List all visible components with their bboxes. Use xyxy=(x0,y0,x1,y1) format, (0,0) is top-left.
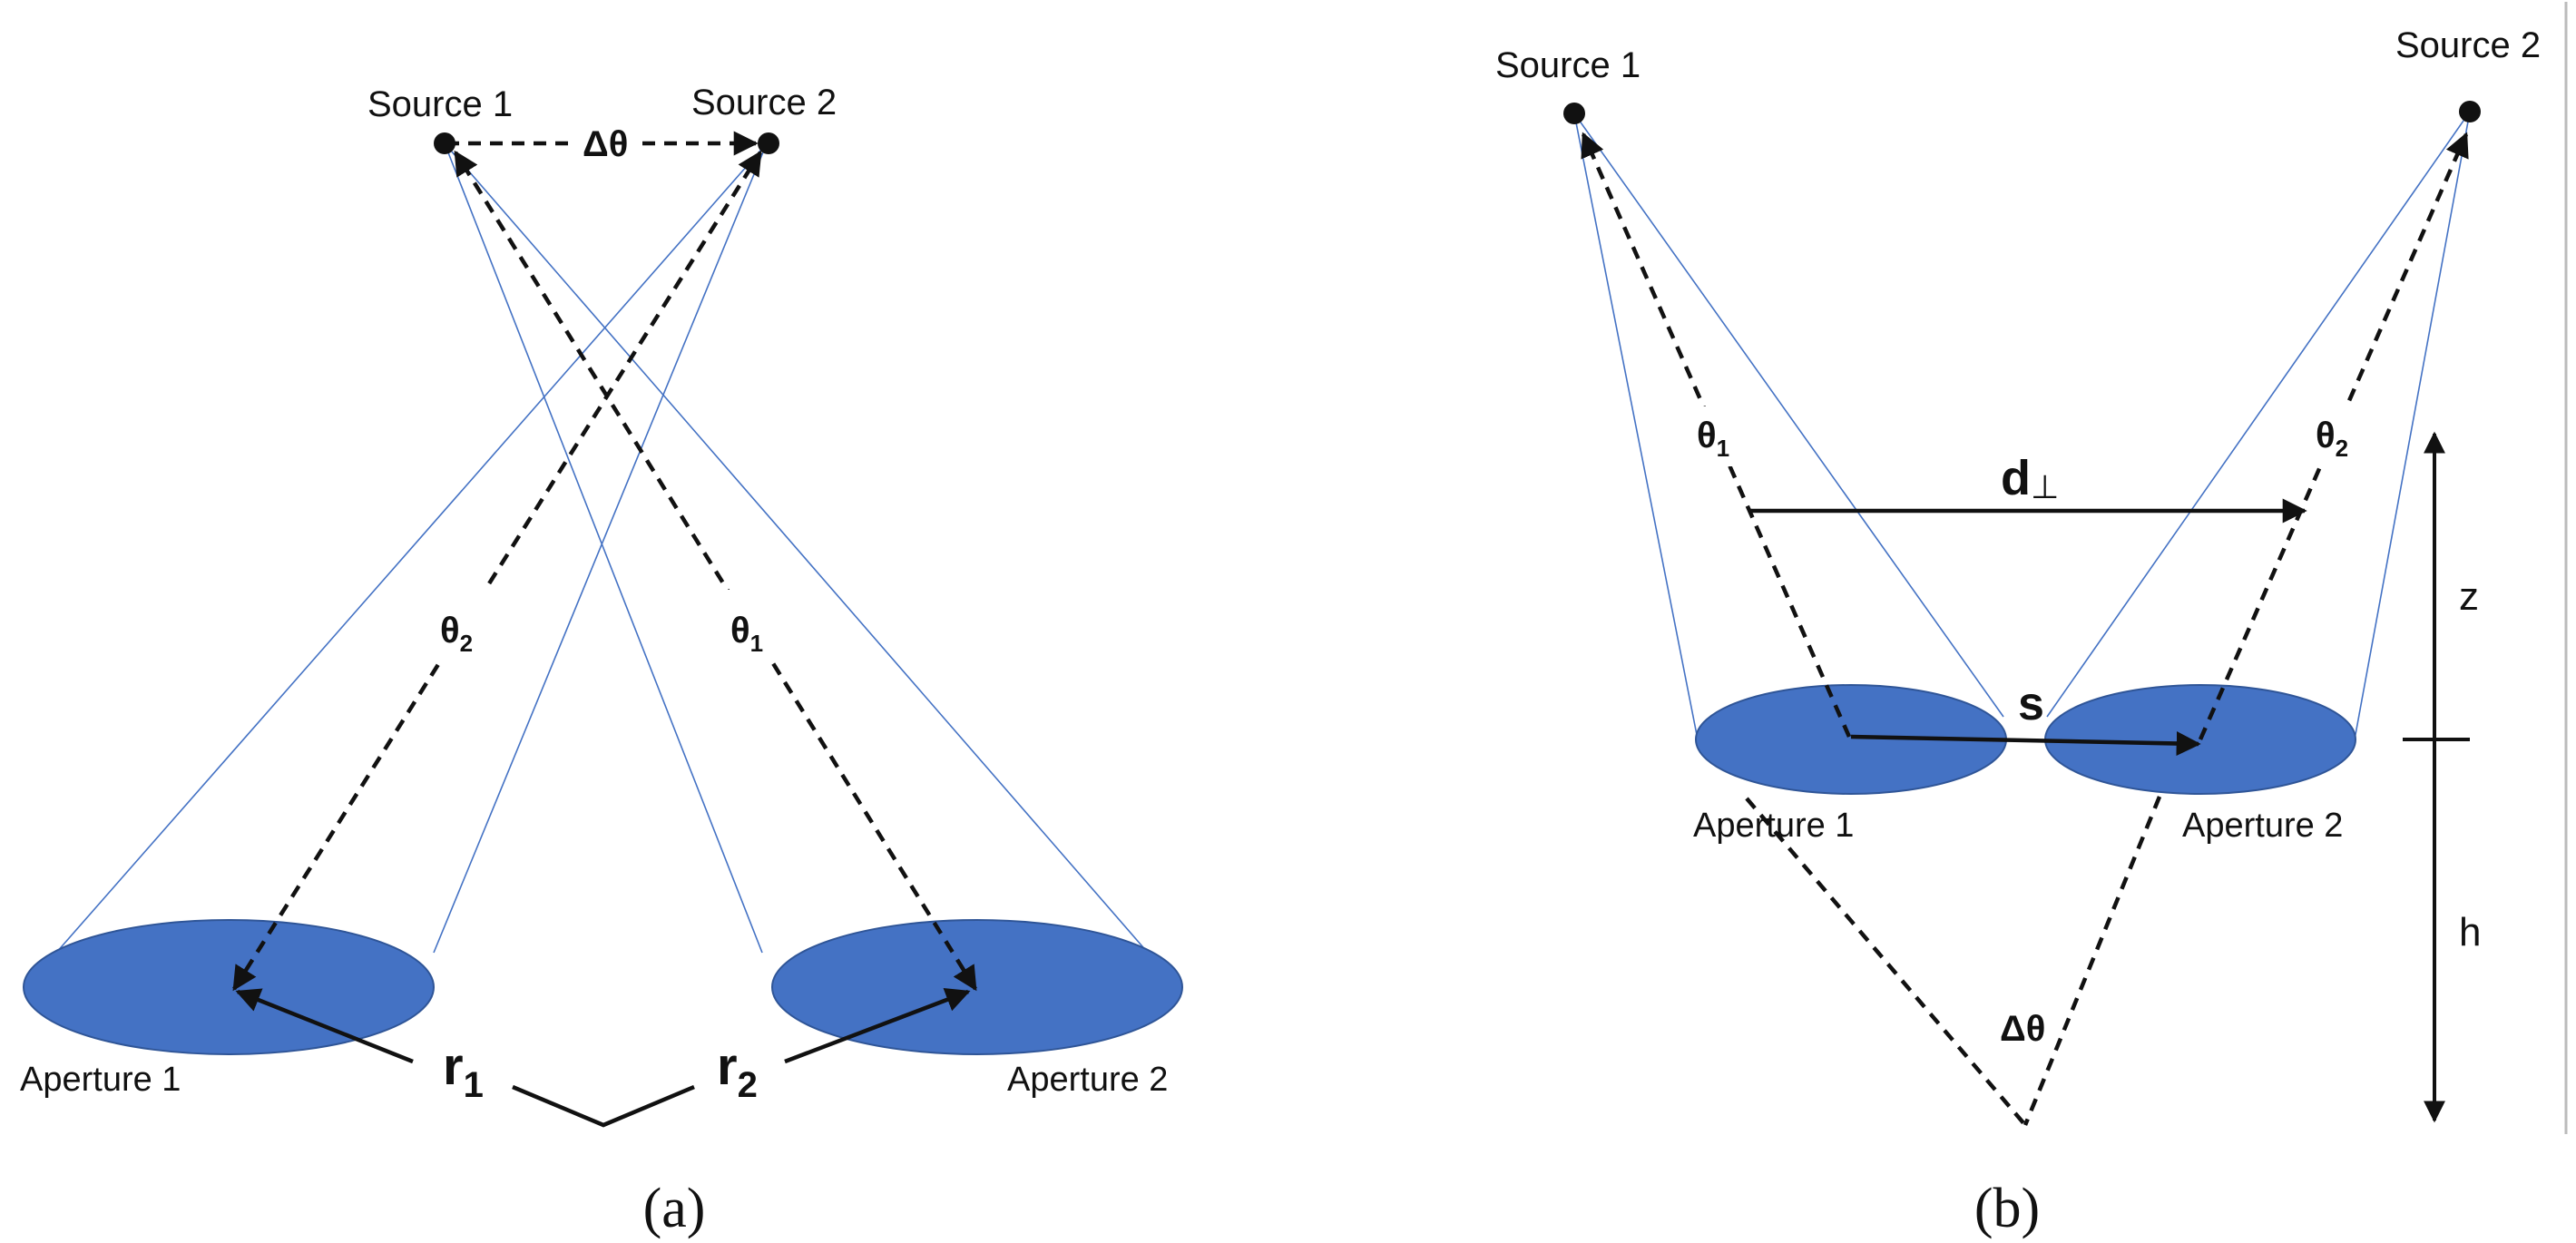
theta2-label-b: θ2 xyxy=(2316,416,2348,462)
d-perp-symbol: d xyxy=(2001,451,2031,505)
panel-b: Source 1 Source 2 θ1 θ2 d⊥ s z h Δθ Aper… xyxy=(1495,2,2568,1239)
r2-label: r2 xyxy=(717,1037,758,1105)
r2-symbol: r xyxy=(717,1037,738,1096)
aperture-2-label-a: Aperture 2 xyxy=(1007,1061,1168,1099)
r1-subscript: 1 xyxy=(464,1065,484,1105)
r1-vector xyxy=(235,988,414,1064)
theta1-symbol-b: θ xyxy=(1697,416,1717,455)
aperture-1-label-a: Aperture 1 xyxy=(20,1061,181,1099)
s-label: s xyxy=(2018,678,2044,730)
aperture-2-label-b: Aperture 2 xyxy=(2182,807,2343,845)
s-arrow xyxy=(1850,730,2201,756)
aperture-2-disk xyxy=(771,919,1183,1055)
theta1-vector xyxy=(454,150,977,992)
delta-theta-left-b xyxy=(1745,797,2027,1127)
source-2-point-b xyxy=(2459,101,2481,122)
panel-a: Source 1 Source 2 Δθ θ2 θ1 r1 r2 Apertur… xyxy=(20,83,1183,1239)
theta2-symbol-b: θ xyxy=(2316,416,2336,455)
theta1-label-a: θ1 xyxy=(730,611,763,657)
source-1-label: Source 1 xyxy=(367,84,513,124)
d-perp-label: d⊥ xyxy=(2001,451,2059,505)
theta2-label-a: θ2 xyxy=(440,611,473,657)
source-1-label-b: Source 1 xyxy=(1495,45,1641,85)
theta2-subscript-a: 2 xyxy=(460,630,473,657)
theta1-label-b: θ1 xyxy=(1697,416,1729,462)
source-1-point xyxy=(434,132,455,154)
theta2-subscript-b: 2 xyxy=(2336,435,2348,462)
h-label: h xyxy=(2459,910,2481,954)
panel-b-rays xyxy=(1573,111,2471,740)
theta2-vector xyxy=(232,150,762,992)
caption-a: (a) xyxy=(643,1178,706,1239)
caption-b: (b) xyxy=(1974,1178,2040,1239)
r-bracket xyxy=(512,1084,695,1128)
r2-vector xyxy=(784,988,971,1064)
source-1-point-b xyxy=(1563,103,1585,124)
theta1-symbol-a: θ xyxy=(730,611,750,651)
delta-theta-right-b xyxy=(2023,796,2162,1126)
delta-theta-label-a: Δθ xyxy=(583,124,628,164)
theta1-subscript-a: 1 xyxy=(750,630,763,657)
d-perp-subscript: ⊥ xyxy=(2031,468,2059,505)
z-label: z xyxy=(2459,574,2479,619)
r2-subscript: 2 xyxy=(738,1065,758,1105)
source-2-label: Source 2 xyxy=(691,83,837,122)
delta-theta-label-b: Δθ xyxy=(2000,1009,2045,1049)
source-2-point xyxy=(758,132,779,154)
r1-label: r1 xyxy=(443,1037,484,1105)
r1-symbol: r xyxy=(443,1037,464,1096)
theta1-subscript-b: 1 xyxy=(1717,435,1729,462)
theta2-symbol-a: θ xyxy=(440,611,460,651)
source-2-label-b: Source 2 xyxy=(2395,25,2541,65)
aperture-1-label-b: Aperture 1 xyxy=(1693,807,1854,845)
panel-a-rays xyxy=(55,142,1149,954)
aperture-1-disk xyxy=(23,919,435,1055)
